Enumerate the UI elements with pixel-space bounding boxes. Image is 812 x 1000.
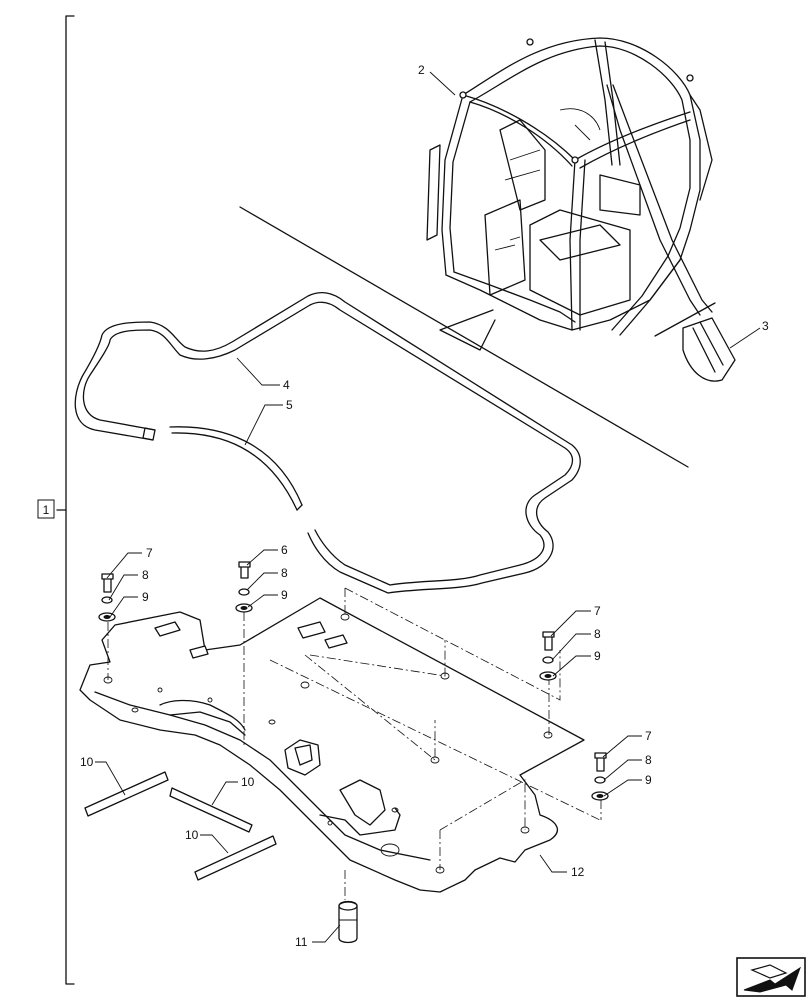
section-lines bbox=[239, 206, 716, 468]
callout-7a: 7 bbox=[146, 546, 153, 560]
cab-frame bbox=[426, 37, 713, 336]
callout-9c: 9 bbox=[594, 649, 601, 663]
callout-4: 4 bbox=[283, 378, 290, 392]
callout-7c: 7 bbox=[645, 729, 652, 743]
leaders bbox=[95, 71, 761, 943]
callout-8d: 8 bbox=[645, 753, 652, 767]
callout-12: 12 bbox=[571, 865, 585, 879]
bolt-set-b bbox=[235, 561, 253, 613]
assembly-label: 1 bbox=[43, 503, 50, 517]
next-page-arrow-icon[interactable] bbox=[736, 957, 806, 997]
rear-step bbox=[682, 317, 736, 382]
strips bbox=[84, 771, 277, 881]
callout-10c: 10 bbox=[185, 828, 199, 842]
callouts: 2 3 4 5 7 8 9 6 8 9 7 8 9 7 8 9 10 10 10… bbox=[80, 63, 769, 949]
floor-seal bbox=[74, 291, 581, 594]
callout-10a: 10 bbox=[80, 755, 94, 769]
callout-9b: 9 bbox=[281, 588, 288, 602]
callout-9a: 9 bbox=[142, 590, 149, 604]
callout-9d: 9 bbox=[645, 773, 652, 787]
callout-3: 3 bbox=[762, 319, 769, 333]
callout-7b: 7 bbox=[594, 604, 601, 618]
assembly-label-box bbox=[37, 499, 55, 519]
floor-mat bbox=[79, 597, 585, 893]
callout-6: 6 bbox=[281, 543, 288, 557]
center-lines bbox=[107, 587, 602, 900]
callout-8c: 8 bbox=[594, 627, 601, 641]
callout-10b: 10 bbox=[241, 775, 255, 789]
callout-8a: 8 bbox=[142, 568, 149, 582]
callout-8b: 8 bbox=[281, 566, 288, 580]
bolt-set-c bbox=[539, 631, 557, 681]
callout-5: 5 bbox=[286, 398, 293, 412]
bolt-set-d bbox=[591, 752, 609, 801]
fasteners bbox=[98, 561, 609, 801]
pin bbox=[338, 900, 358, 944]
callout-2: 2 bbox=[418, 63, 425, 77]
callout-11: 11 bbox=[295, 935, 308, 949]
assembly-bracket: 1 bbox=[37, 15, 75, 985]
arch-seal bbox=[169, 426, 303, 511]
